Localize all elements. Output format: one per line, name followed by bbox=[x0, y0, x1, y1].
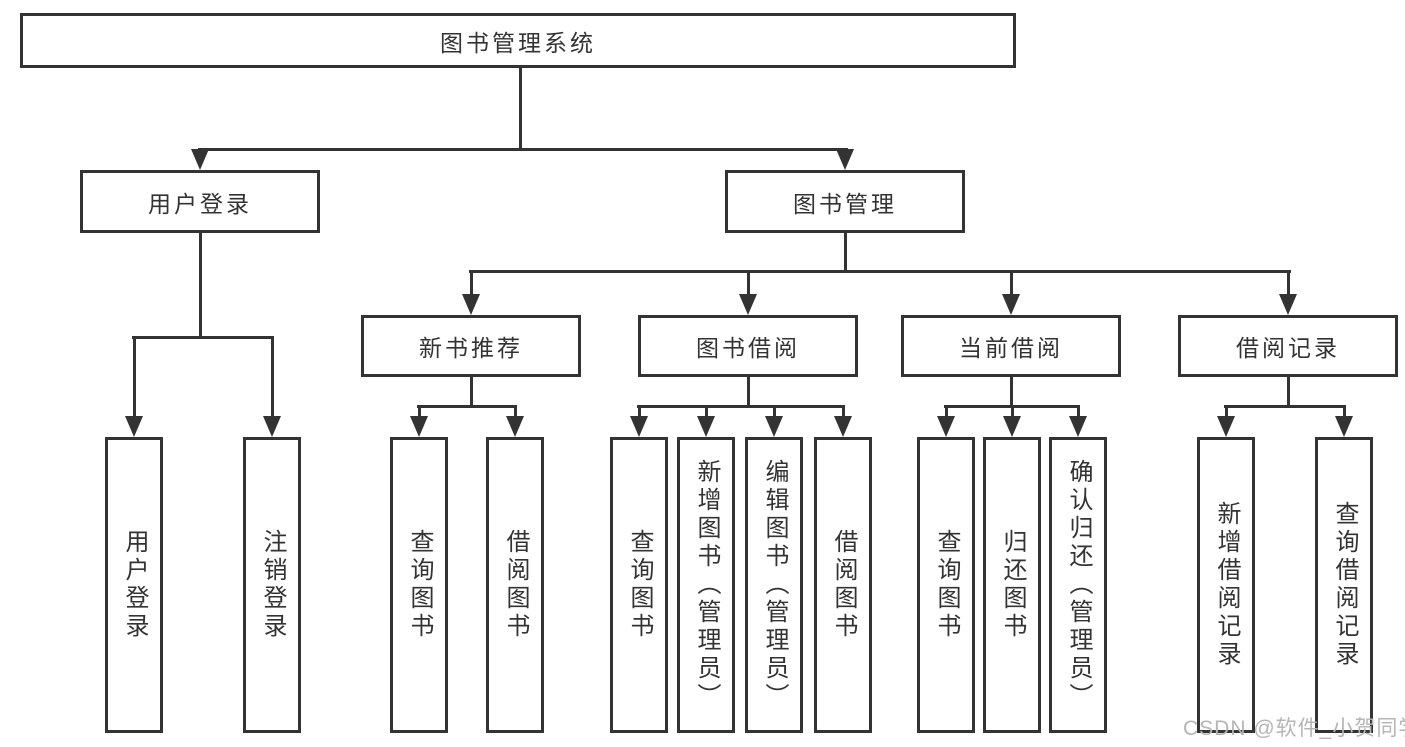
connector-drop bbox=[1225, 405, 1228, 418]
node-library-management-system: 图书管理系统 bbox=[20, 13, 1016, 68]
connector-drop bbox=[638, 405, 641, 418]
leaf-edit-book-admin: 编辑图书（管理员） bbox=[745, 437, 803, 733]
node-borrow-records: 借阅记录 bbox=[1178, 315, 1398, 377]
connector-drop bbox=[271, 336, 274, 418]
arrowhead-down-icon bbox=[1279, 294, 1297, 315]
connector-stem bbox=[1010, 377, 1013, 406]
connector-stem bbox=[470, 377, 473, 406]
leaf-query-book: 查询图书 bbox=[917, 437, 975, 733]
arrowhead-down-icon bbox=[410, 416, 428, 437]
leaf-query-book: 查询图书 bbox=[390, 437, 448, 733]
arrowhead-down-icon bbox=[263, 416, 281, 437]
arrowhead-down-icon bbox=[506, 416, 524, 437]
leaf-borrow-book: 借阅图书 bbox=[814, 437, 872, 733]
connector-root-branch bbox=[198, 148, 848, 151]
arrowhead-down-icon bbox=[630, 416, 648, 437]
arrowhead-down-icon bbox=[697, 416, 715, 437]
arrowhead-down-icon bbox=[1069, 416, 1087, 437]
leaf-query-book: 查询图书 bbox=[610, 437, 668, 733]
arrowhead-down-icon bbox=[191, 149, 209, 170]
arrowhead-down-icon bbox=[739, 294, 757, 315]
connector-stem bbox=[1287, 377, 1290, 406]
connector-user-login-branch bbox=[132, 336, 274, 339]
connector-drop bbox=[1010, 270, 1013, 296]
node-book-management: 图书管理 bbox=[725, 170, 965, 233]
arrowhead-down-icon bbox=[1335, 416, 1353, 437]
connector-branch bbox=[637, 405, 845, 408]
connector-branch bbox=[417, 405, 517, 408]
leaf-query-borrow-record: 查询借阅记录 bbox=[1315, 437, 1373, 733]
node-new-book-recommend: 新书推荐 bbox=[361, 315, 581, 377]
node-current-borrow: 当前借阅 bbox=[901, 315, 1121, 377]
connector-user-login-stem bbox=[199, 233, 202, 336]
arrowhead-down-icon bbox=[1002, 294, 1020, 315]
leaf-user-login: 用户登录 bbox=[105, 437, 163, 733]
arrowhead-down-icon bbox=[1217, 416, 1235, 437]
connector-branch bbox=[1224, 405, 1346, 408]
node-book-borrow: 图书借阅 bbox=[638, 315, 858, 377]
connector-drop bbox=[470, 270, 473, 296]
leaf-logout: 注销登录 bbox=[243, 437, 301, 733]
arrowhead-down-icon bbox=[834, 416, 852, 437]
arrowhead-down-icon bbox=[836, 149, 854, 170]
arrowhead-down-icon bbox=[765, 416, 783, 437]
leaf-return-book: 归还图书 bbox=[983, 437, 1041, 733]
connector-drop bbox=[747, 270, 750, 296]
leaf-add-borrow-record: 新增借阅记录 bbox=[1197, 437, 1255, 733]
csdn-watermark: CSDN @软件_小贺同学 bbox=[1183, 717, 1405, 740]
connector-drop bbox=[1011, 405, 1014, 418]
arrowhead-down-icon bbox=[462, 294, 480, 315]
connector-drop bbox=[514, 405, 517, 418]
connector-drop bbox=[705, 405, 708, 418]
connector-drop bbox=[1287, 270, 1290, 296]
leaf-borrow-book: 借阅图书 bbox=[486, 437, 544, 733]
connector-drop bbox=[842, 405, 845, 418]
connector-drop bbox=[773, 405, 776, 418]
connector-book-mgmt-branch bbox=[469, 270, 1291, 273]
connector-drop bbox=[1343, 405, 1346, 418]
connector-root-stem bbox=[519, 68, 522, 148]
leaf-add-book-admin: 新增图书（管理员） bbox=[677, 437, 735, 733]
leaf-confirm-return-admin: 确认归还（管理员） bbox=[1049, 437, 1107, 733]
connector-book-mgmt-stem bbox=[844, 233, 847, 273]
connector-drop bbox=[133, 336, 136, 418]
connector-stem bbox=[747, 377, 750, 406]
node-user-login: 用户登录 bbox=[80, 170, 320, 233]
arrowhead-down-icon bbox=[125, 416, 143, 437]
arrowhead-down-icon bbox=[937, 416, 955, 437]
connector-drop bbox=[418, 405, 421, 418]
connector-drop bbox=[1077, 405, 1080, 418]
arrowhead-down-icon bbox=[1003, 416, 1021, 437]
connector-drop bbox=[945, 405, 948, 418]
